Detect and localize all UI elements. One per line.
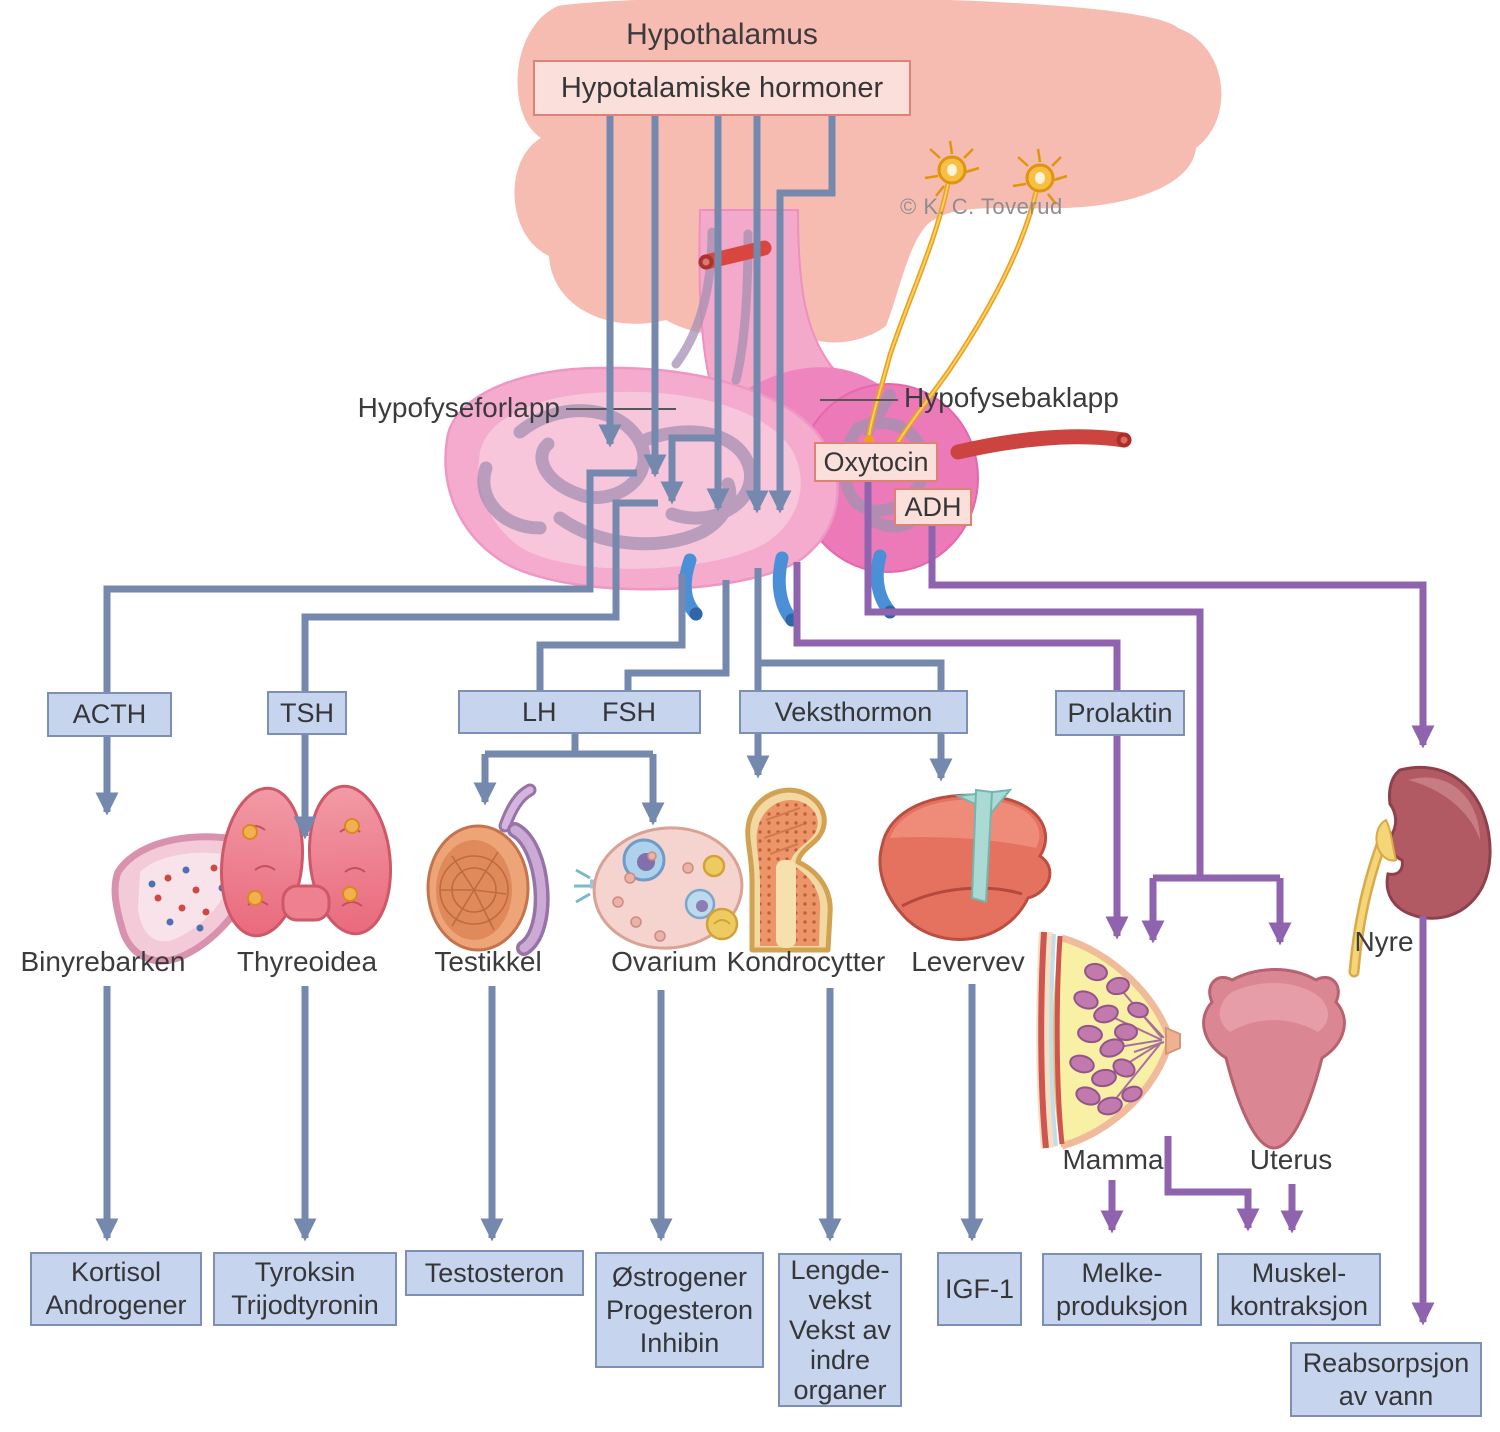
organ-label-adrenal: Binyrebarken bbox=[20, 946, 186, 977]
adh-box: ADH bbox=[894, 488, 972, 526]
effect-box-testis: Testosteron bbox=[405, 1250, 584, 1296]
posterior-pituitary-label: Hypofysebaklapp bbox=[904, 382, 1119, 413]
credit-label: © K. C. Toverud bbox=[900, 194, 1063, 219]
thyroid-illustration bbox=[219, 784, 393, 938]
testis-illustration bbox=[426, 783, 550, 956]
kidney-illustration bbox=[1348, 765, 1492, 978]
ovary-illustration bbox=[574, 826, 744, 950]
lh-label: LH bbox=[522, 696, 557, 727]
hypothalamus-illustration bbox=[514, 0, 1222, 343]
breast-illustration bbox=[1036, 931, 1181, 1150]
organ-label-thyroid: Thyreoidea bbox=[236, 946, 378, 977]
neuron-illustration bbox=[864, 140, 1068, 453]
organ-label-chondrocytes: Kondrocytter bbox=[726, 946, 886, 977]
organ-label-ovary: Ovarium bbox=[611, 946, 717, 977]
effect-box-breast: Melke-produksjon bbox=[1042, 1253, 1202, 1326]
organ-label-kidney: Nyre bbox=[1354, 926, 1414, 957]
lh-fsh-box: LH FSH bbox=[458, 690, 701, 734]
organ-label-liver: Levervev bbox=[911, 946, 1025, 977]
acth-box: ACTH bbox=[47, 692, 172, 737]
oxytocin-box: Oxytocin bbox=[814, 442, 938, 482]
anterior-pathway-arrows bbox=[95, 112, 984, 1242]
hypothalamus-label: Hypothalamus bbox=[626, 18, 818, 51]
posterior-pathway-arrows bbox=[793, 478, 1435, 1326]
anterior-pituitary-label: Hypofyseforlapp bbox=[357, 392, 560, 423]
liver-illustration bbox=[878, 788, 1052, 941]
hypothalamic-hormones-box: Hypotalamiske hormoner bbox=[533, 60, 911, 116]
prolactin-box: Prolaktin bbox=[1055, 690, 1185, 736]
bone-illustration bbox=[745, 787, 833, 953]
organ-label-uterus: Uterus bbox=[1249, 1144, 1333, 1175]
organ-label-breast: Mamma bbox=[1062, 1144, 1164, 1175]
tsh-box: TSH bbox=[267, 691, 347, 735]
organ-label-testis: Testikkel bbox=[434, 946, 542, 977]
uterus-illustration bbox=[1202, 968, 1346, 1150]
effect-box-liver: IGF-1 bbox=[937, 1252, 1022, 1326]
growth-hormone-box: Veksthormon bbox=[739, 690, 968, 734]
effect-box-uterus: Muskel-kontraksjon bbox=[1217, 1253, 1381, 1326]
fsh-label: FSH bbox=[602, 696, 656, 727]
